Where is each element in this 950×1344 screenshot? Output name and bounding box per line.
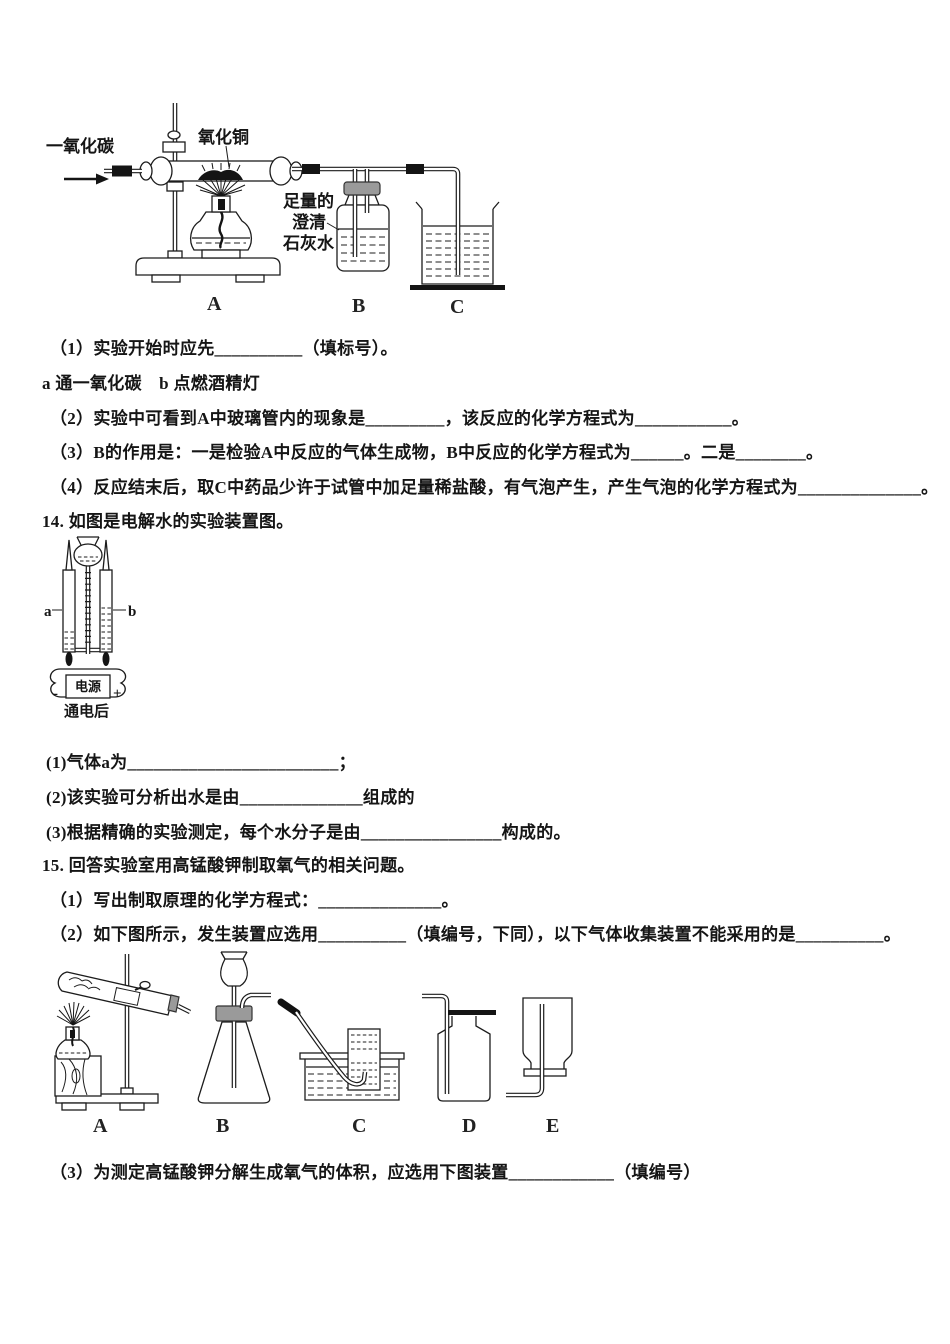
positive-terminal-label: + xyxy=(113,686,122,702)
co-gas-label: 一氧化碳 xyxy=(46,136,115,156)
option-label-c: C xyxy=(352,1115,366,1137)
alcohol-lamp xyxy=(189,195,253,259)
apparatus-label-a: A xyxy=(207,293,222,315)
copper-oxide-leader-line xyxy=(225,145,230,168)
limewater-label-line2: 澄清 xyxy=(292,212,326,232)
apparatus-d-gas-bottle-up: D xyxy=(422,993,496,1137)
bottle-b-stopper xyxy=(343,181,381,196)
co-reduction-apparatus-diagram: 一氧化碳 氧化铜 足量的 澄清 石灰水 A B C xyxy=(46,103,505,318)
flame xyxy=(195,174,246,197)
q14-sub1-text: (1)气体a为________________________； xyxy=(46,753,356,772)
gas-collection-tube-a xyxy=(62,539,76,653)
option-label-d: D xyxy=(462,1115,476,1137)
apparatus-a-heating-setup: A xyxy=(54,954,192,1137)
tube-a-label: a xyxy=(44,604,52,620)
q15-sub1-text: （1）写出制取原理的化学方程式：______________。 xyxy=(50,891,459,910)
power-source-label: 电源 xyxy=(75,679,101,694)
apparatus-e-gas-bottle-down: E xyxy=(506,997,573,1137)
option-label-b: B xyxy=(216,1115,229,1137)
apparatus-label-c: C xyxy=(450,296,464,318)
iron-stand xyxy=(135,103,281,283)
option-label-e: E xyxy=(546,1115,559,1137)
q14-sub3-text: (3)根据精确的实验测定，每个水分子是由________________构成的。 xyxy=(46,823,571,842)
q15-stem-text: 15. 回答实验室用高锰酸钾制取氧气的相关问题。 xyxy=(42,856,415,875)
limewater-leader-line xyxy=(326,222,340,231)
water-electrolysis-diagram: 电源 - + 通电后 a b xyxy=(44,536,136,720)
q15-sub3-text: （3）为测定高锰酸钾分解生成氧气的体积，应选用下图装置____________（… xyxy=(50,1163,701,1182)
power-source: 电源 - + xyxy=(49,668,127,702)
q13-sub4-text: （4）反应结末后，取C中药品少许于试管中加足量稀盐酸，有气泡产生，产生气泡的化学… xyxy=(50,478,939,497)
copper-oxide-label: 氧化铜 xyxy=(197,127,249,147)
after-electrify-caption: 通电后 xyxy=(64,702,109,720)
q13-choices-text: a 通一氧化碳 b 点燃酒精灯 xyxy=(42,374,260,393)
apparatus-b-flask-funnel: B xyxy=(197,951,271,1137)
limewater-label-line1: 足量的 xyxy=(283,191,334,211)
tube-b-label: b xyxy=(128,604,136,620)
apparatus-c-water-trough: C xyxy=(277,998,405,1137)
gas-washing-bottle-b xyxy=(336,194,390,272)
apparatus-label-b: B xyxy=(352,295,365,317)
option-label-a: A xyxy=(93,1115,108,1137)
q13-sub3-text: （3）B的作用是：一是检验A中反应的气体生成物，B中反应的化学方程式为_____… xyxy=(50,443,824,462)
electrode-right xyxy=(102,652,110,666)
gas-apparatus-options-diagram: A B xyxy=(54,951,573,1137)
q14-stem-text: 14. 如图是电解水的实验装置图。 xyxy=(42,512,294,531)
q13-sub2-text: （2）实验中可看到A中玻璃管内的现象是_________，该反应的化学方程式为_… xyxy=(50,409,750,428)
limewater-label-line3: 石灰水 xyxy=(282,233,335,253)
q14-sub2-text: (2)该实验可分析出水是由______________组成的 xyxy=(46,788,415,807)
negative-terminal-label: - xyxy=(53,686,58,702)
q15-sub2-text: （2）如下图所示，发生装置应选用__________（填编号，下同），以下气体收… xyxy=(50,925,901,944)
q13-sub1-text: （1）实验开始时应先__________（填标号）。 xyxy=(50,339,398,358)
co-inlet xyxy=(64,165,142,185)
electrode-left xyxy=(65,652,73,666)
